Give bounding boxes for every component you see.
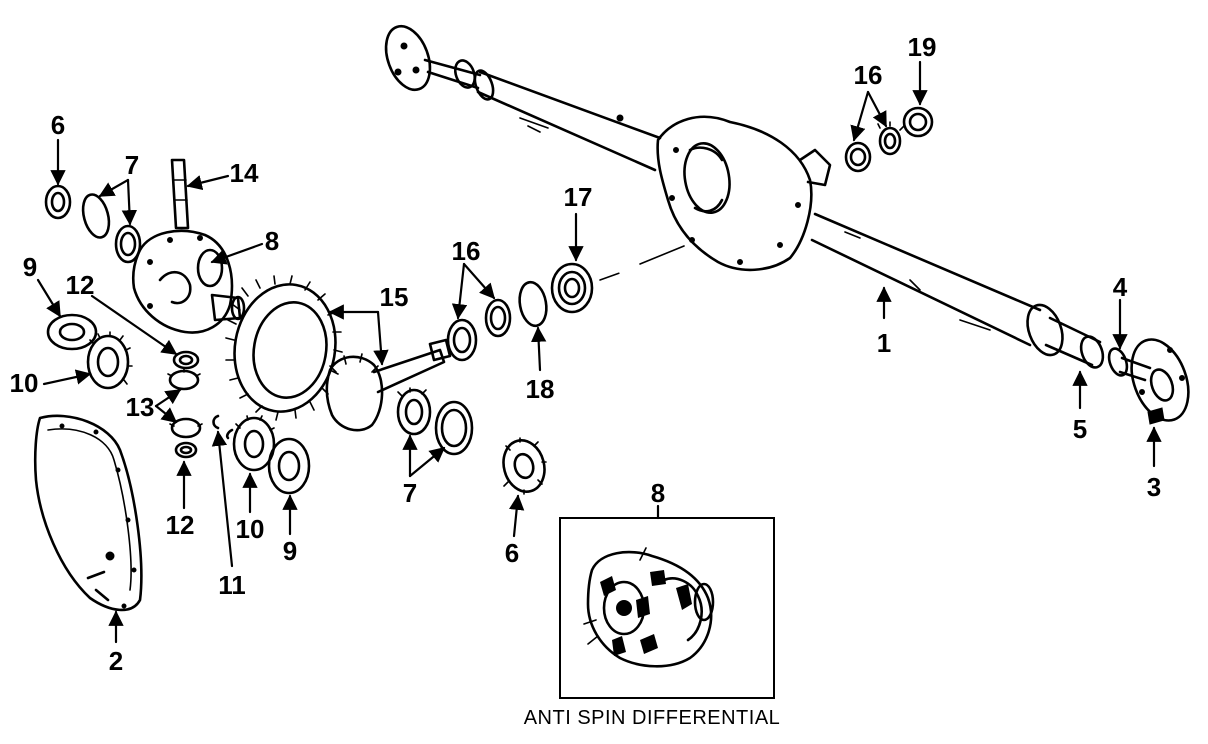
callout-8-inset: 8 — [651, 478, 665, 508]
callout-6-upper: 6 — [51, 110, 65, 140]
callout-12-lower: 12 — [166, 510, 195, 540]
differential-case — [131, 229, 246, 334]
anti-spin-inset — [559, 517, 775, 699]
pinion-bearing-and-seal — [446, 245, 685, 362]
callout-19: 19 — [908, 32, 937, 62]
axle-bearings-right — [844, 106, 934, 173]
callout-18: 18 — [526, 374, 555, 404]
callout-13: 13 — [126, 392, 155, 422]
inset-caption: ANTI SPIN DIFFERENTIAL — [524, 707, 781, 729]
carrier-bearing-left — [44, 184, 142, 264]
callout-9-upper: 9 — [23, 252, 37, 282]
callout-10-lower: 10 — [236, 514, 265, 544]
anti-spin-differential-illustration — [583, 547, 715, 668]
ring-gear — [225, 275, 452, 432]
right-axle-shaft — [1107, 338, 1190, 425]
callout-16-left: 16 — [452, 236, 481, 266]
callout-labels: 1 2 3 4 5 6 6 7 7 8 8 9 9 10 10 11 12 12… — [10, 32, 1162, 676]
callout-16-right: 16 — [854, 60, 883, 90]
callout-7-upper: 7 — [125, 150, 139, 180]
callout-10-upper: 10 — [10, 368, 39, 398]
callout-11: 11 — [218, 570, 246, 600]
callout-1: 1 — [877, 328, 891, 358]
leader-lines — [36, 60, 1162, 644]
pinion-flange-seal — [502, 437, 547, 495]
callout-12-upper: 12 — [66, 270, 95, 300]
callout-5: 5 — [1073, 414, 1087, 444]
differential-cover — [33, 414, 143, 612]
callout-15: 15 — [380, 282, 409, 312]
pinion-gears — [167, 350, 203, 459]
callout-9-lower: 9 — [283, 536, 297, 566]
callout-17: 17 — [564, 182, 593, 212]
callout-14: 14 — [230, 158, 259, 188]
callout-8: 8 — [265, 226, 279, 256]
pinion-bearings — [396, 387, 474, 456]
lock-clip — [212, 414, 234, 440]
callout-2: 2 — [109, 646, 123, 676]
thrust-washers — [46, 313, 311, 495]
callout-4: 4 — [1113, 272, 1128, 302]
pinion-shaft — [170, 158, 190, 230]
axle-housing — [384, 24, 1105, 369]
callout-3: 3 — [1147, 472, 1161, 502]
inset-frame — [559, 517, 775, 699]
side-gears — [86, 331, 276, 472]
callout-7-lower: 7 — [403, 478, 417, 508]
callout-6-lower: 6 — [505, 538, 519, 568]
